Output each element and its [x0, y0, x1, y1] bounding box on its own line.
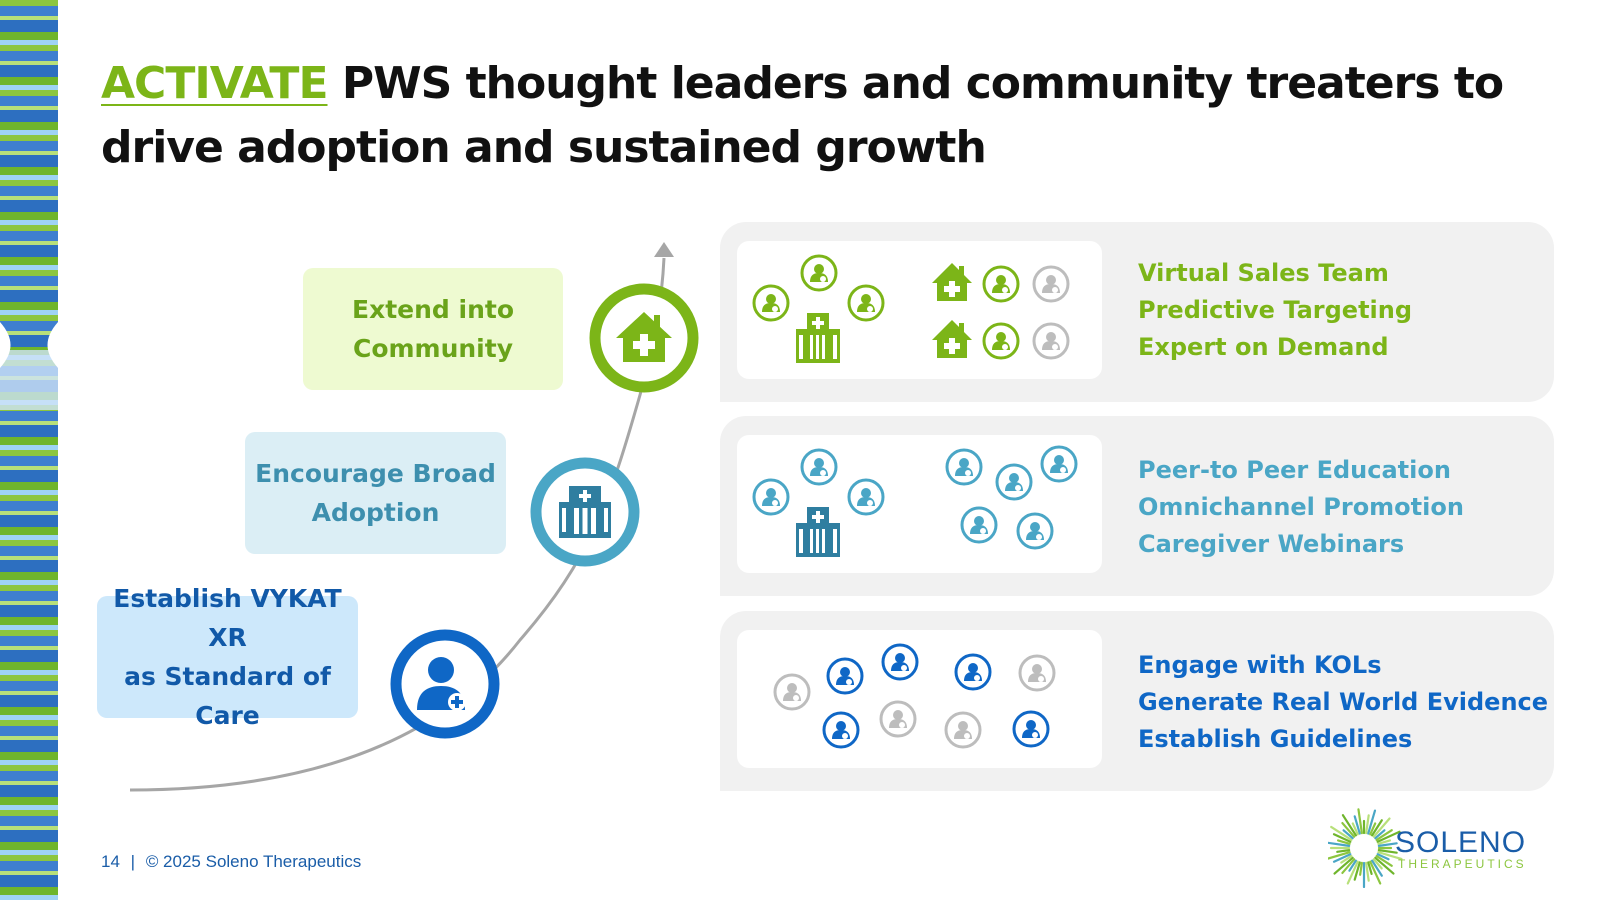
- arrow-head-icon: [654, 242, 674, 257]
- copyright: © 2025 Soleno Therapeutics: [145, 852, 362, 871]
- panel-standard: Engage with KOLs Generate Real World Evi…: [720, 611, 1554, 791]
- person-icon: [1032, 265, 1070, 303]
- tactic-item: Omnichannel Promotion: [1138, 493, 1464, 521]
- network-illustration: [752, 445, 1078, 557]
- tactic-list: Virtual Sales Team Predictive Targeting …: [1138, 255, 1412, 366]
- person-icon: [954, 653, 992, 691]
- hospital-icon: [796, 507, 840, 557]
- footer-separator: |: [130, 852, 136, 871]
- person-icon: [995, 463, 1033, 501]
- person-icon: [822, 711, 860, 749]
- tactic-item: Predictive Targeting: [1138, 296, 1413, 324]
- icon-card: [737, 241, 1102, 379]
- tactic-item: Generate Real World Evidence: [1138, 688, 1549, 716]
- person-icon: [1016, 512, 1054, 550]
- hospital-icon: [796, 313, 840, 363]
- person-icon: [945, 448, 983, 486]
- panel-adoption: Peer-to Peer Education Omnichannel Promo…: [720, 416, 1554, 596]
- network-illustration: [752, 254, 1070, 363]
- person-icon: [960, 506, 998, 544]
- step-circle-adoption: [530, 457, 640, 567]
- hospital-building-icon: [559, 486, 611, 538]
- slide-title: ACTIVATE PWS thought leaders and communi…: [101, 52, 1561, 180]
- soleno-logo-icon: [1328, 808, 1403, 888]
- tactic-item: Expert on Demand: [1138, 333, 1389, 361]
- person-icon: [881, 643, 919, 681]
- footer: 14 | © 2025 Soleno Therapeutics: [101, 852, 361, 872]
- tactic-list: Engage with KOLs Generate Real World Evi…: [1138, 647, 1548, 758]
- house-plus-icon: [932, 320, 972, 358]
- tactic-item: Establish Guidelines: [1138, 725, 1413, 753]
- person-icon: [800, 254, 838, 292]
- house-plus-icon: [616, 312, 672, 362]
- title-highlight: ACTIVATE: [101, 58, 329, 109]
- person-icon: [1012, 710, 1050, 748]
- doctor-plus-icon: [417, 657, 466, 711]
- step-circle-community: [589, 283, 699, 393]
- icon-card: [737, 630, 1102, 768]
- person-icon: [982, 265, 1020, 303]
- person-icon: [879, 700, 917, 738]
- person-icon: [826, 657, 864, 695]
- person-icon: [1018, 654, 1056, 692]
- logo-name: SOLENO: [1395, 826, 1527, 859]
- decorative-side-stripe: [0, 0, 58, 900]
- person-icon: [752, 478, 790, 516]
- network-illustration: [773, 643, 1056, 749]
- person-icon: [1032, 322, 1070, 360]
- tactic-list: Peer-to Peer Education Omnichannel Promo…: [1138, 452, 1464, 563]
- tactic-item: Virtual Sales Team: [1138, 259, 1389, 287]
- tactic-item: Peer-to Peer Education: [1138, 456, 1451, 484]
- house-plus-icon: [932, 263, 972, 301]
- person-icon: [752, 284, 790, 322]
- panel-community: Virtual Sales Team Predictive Targeting …: [720, 222, 1554, 402]
- icon-card: [737, 435, 1102, 573]
- page-number: 14: [101, 852, 120, 871]
- person-icon: [847, 284, 885, 322]
- person-icon: [847, 478, 885, 516]
- person-icon: [1040, 445, 1078, 483]
- tactic-item: Caregiver Webinars: [1138, 530, 1405, 558]
- tactic-item: Engage with KOLs: [1138, 651, 1382, 679]
- title-text: PWS thought leaders and community treate…: [101, 58, 1504, 173]
- person-icon: [944, 711, 982, 749]
- person-icon: [982, 322, 1020, 360]
- person-icon: [800, 448, 838, 486]
- logo-sub: THERAPEUTICS: [1398, 857, 1527, 871]
- person-icon: [773, 673, 811, 711]
- step-circle-standard: [390, 629, 500, 739]
